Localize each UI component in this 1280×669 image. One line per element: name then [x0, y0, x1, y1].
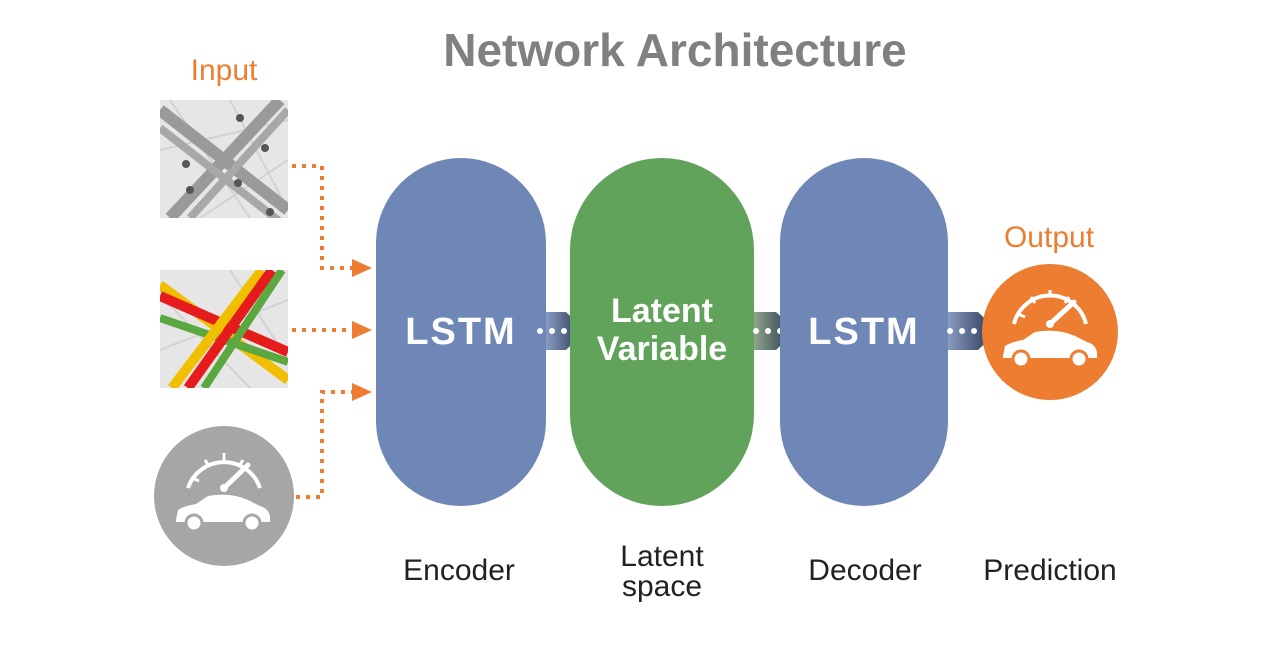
latent-block-text-line1: Latent: [611, 292, 713, 330]
encoder-block-text: LSTM: [405, 311, 516, 353]
latent-caption-line1: Latent: [620, 540, 704, 573]
input-label: Input: [191, 54, 258, 87]
latent-block-text-line2: Variable: [597, 330, 727, 368]
latent-caption-line2: space: [622, 570, 702, 603]
output-speedometer-car-icon: [982, 264, 1118, 400]
encoder-block: [376, 158, 546, 506]
input-connectors: [292, 164, 354, 499]
decoder-block-text: LSTM: [808, 311, 919, 353]
connector-arrowheads: [352, 259, 372, 401]
road-map-icon: [160, 100, 288, 218]
prediction-caption: Prediction: [983, 554, 1116, 587]
encoder-caption: Encoder: [403, 554, 515, 587]
speedometer-car-icon: [154, 426, 294, 566]
latent-variable-block: [570, 158, 754, 506]
connector-speed: [296, 390, 354, 499]
decoder-caption: Decoder: [808, 554, 921, 587]
decoder-block: [780, 158, 948, 506]
traffic-map-icon: [160, 270, 288, 388]
output-label: Output: [1004, 221, 1095, 254]
connector-road-map: [292, 164, 354, 270]
diagram-title: Network Architecture: [443, 24, 907, 76]
